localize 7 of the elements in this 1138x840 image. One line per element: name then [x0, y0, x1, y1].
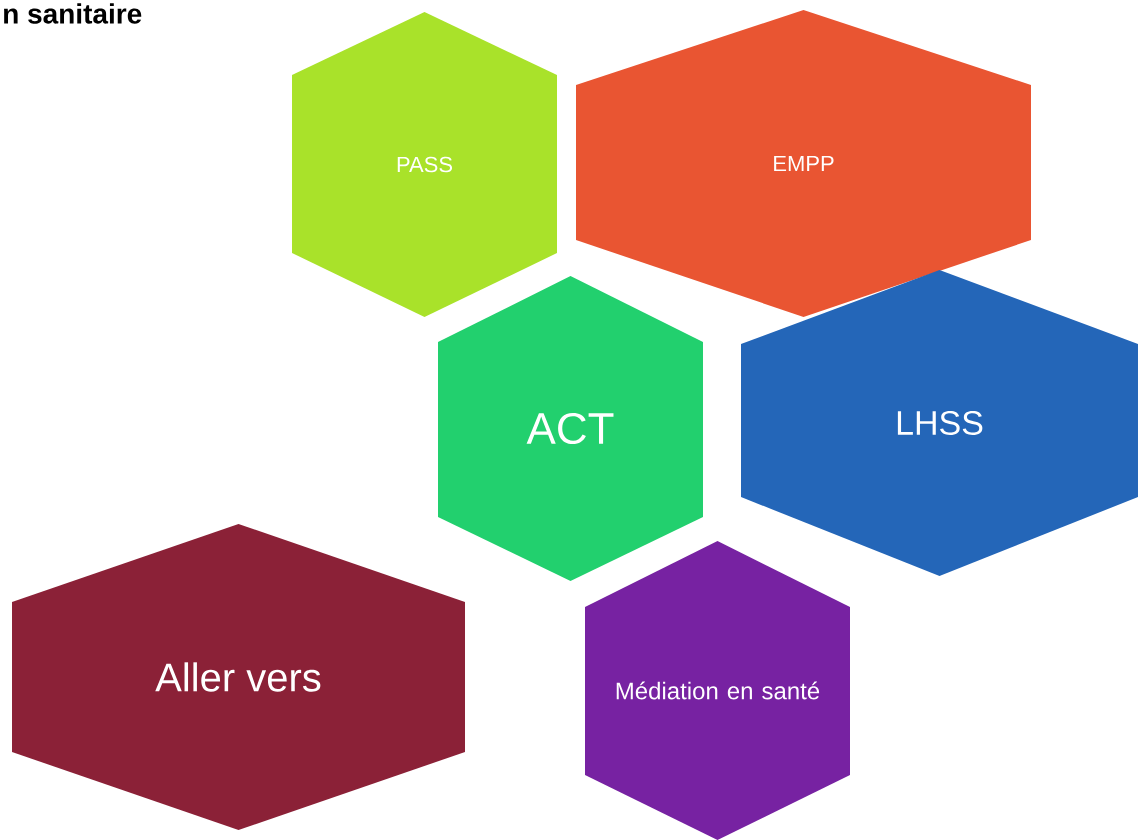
hexagon: LHSS	[741, 270, 1138, 576]
hexagon: EMPP	[576, 10, 1031, 317]
hexagon: Aller vers	[12, 524, 465, 830]
heading: n sanitaire	[4, 3, 142, 24]
hexagon: PASS	[292, 12, 557, 317]
hexagon: ACT	[438, 276, 703, 581]
hexagon: Médiation en santé	[585, 541, 850, 840]
